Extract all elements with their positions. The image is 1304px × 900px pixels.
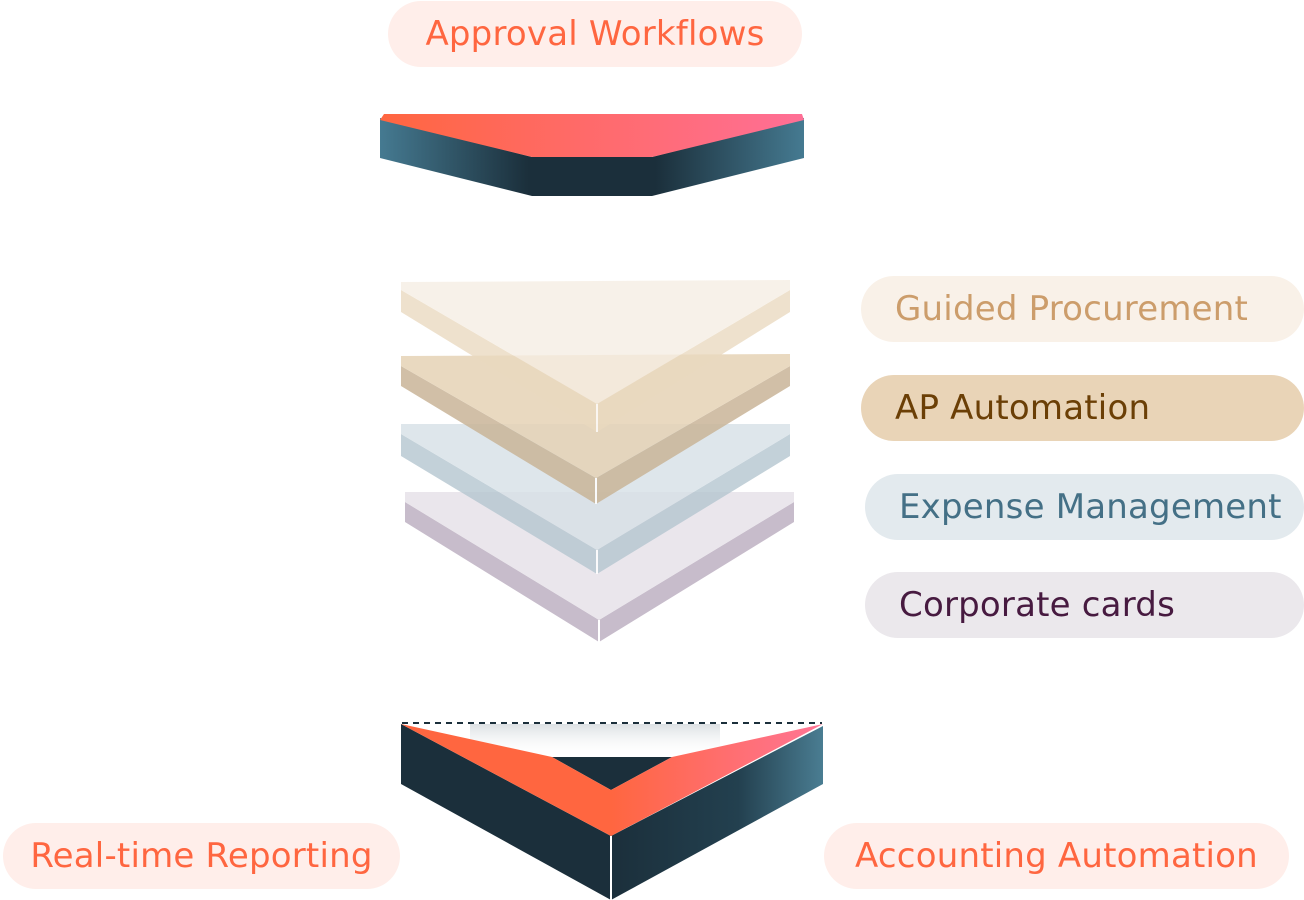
expense-management-text: Expense Management — [899, 487, 1282, 527]
corporate-cards-label: Corporate cards — [865, 572, 1304, 638]
reporting-accounting-block — [401, 722, 823, 900]
expense-management-label: Expense Management — [865, 474, 1304, 540]
ap-automation-text: AP Automation — [895, 388, 1151, 428]
guided-procurement-layer — [401, 280, 790, 432]
guided-layer-top — [401, 280, 790, 404]
guided-procurement-text: Guided Procurement — [895, 289, 1249, 329]
approval-workflows-label: Approval Workflows — [388, 1, 802, 67]
approval-workflows-text: Approval Workflows — [425, 14, 765, 54]
bottom-block-right-face — [611, 724, 823, 836]
bottom-block-inner-dark — [552, 757, 672, 790]
accounting-automation-text: Accounting Automation — [855, 836, 1258, 876]
approval-block-top-face — [380, 114, 804, 157]
corporate-cards-text: Corporate cards — [899, 585, 1175, 625]
guided-procurement-label: Guided Procurement — [861, 276, 1304, 342]
real-time-reporting-text: Real-time Reporting — [30, 836, 373, 876]
real-time-reporting-label: Real-time Reporting — [3, 823, 400, 889]
accounting-automation-label: Accounting Automation — [824, 823, 1289, 889]
ap-automation-label: AP Automation — [861, 375, 1304, 441]
guided-layer-side — [401, 290, 790, 432]
bottom-block-left-face — [401, 724, 611, 836]
approval-workflows-block — [380, 114, 804, 196]
bottom-block-left-side — [401, 724, 611, 900]
bottom-block-right-side — [611, 726, 823, 900]
